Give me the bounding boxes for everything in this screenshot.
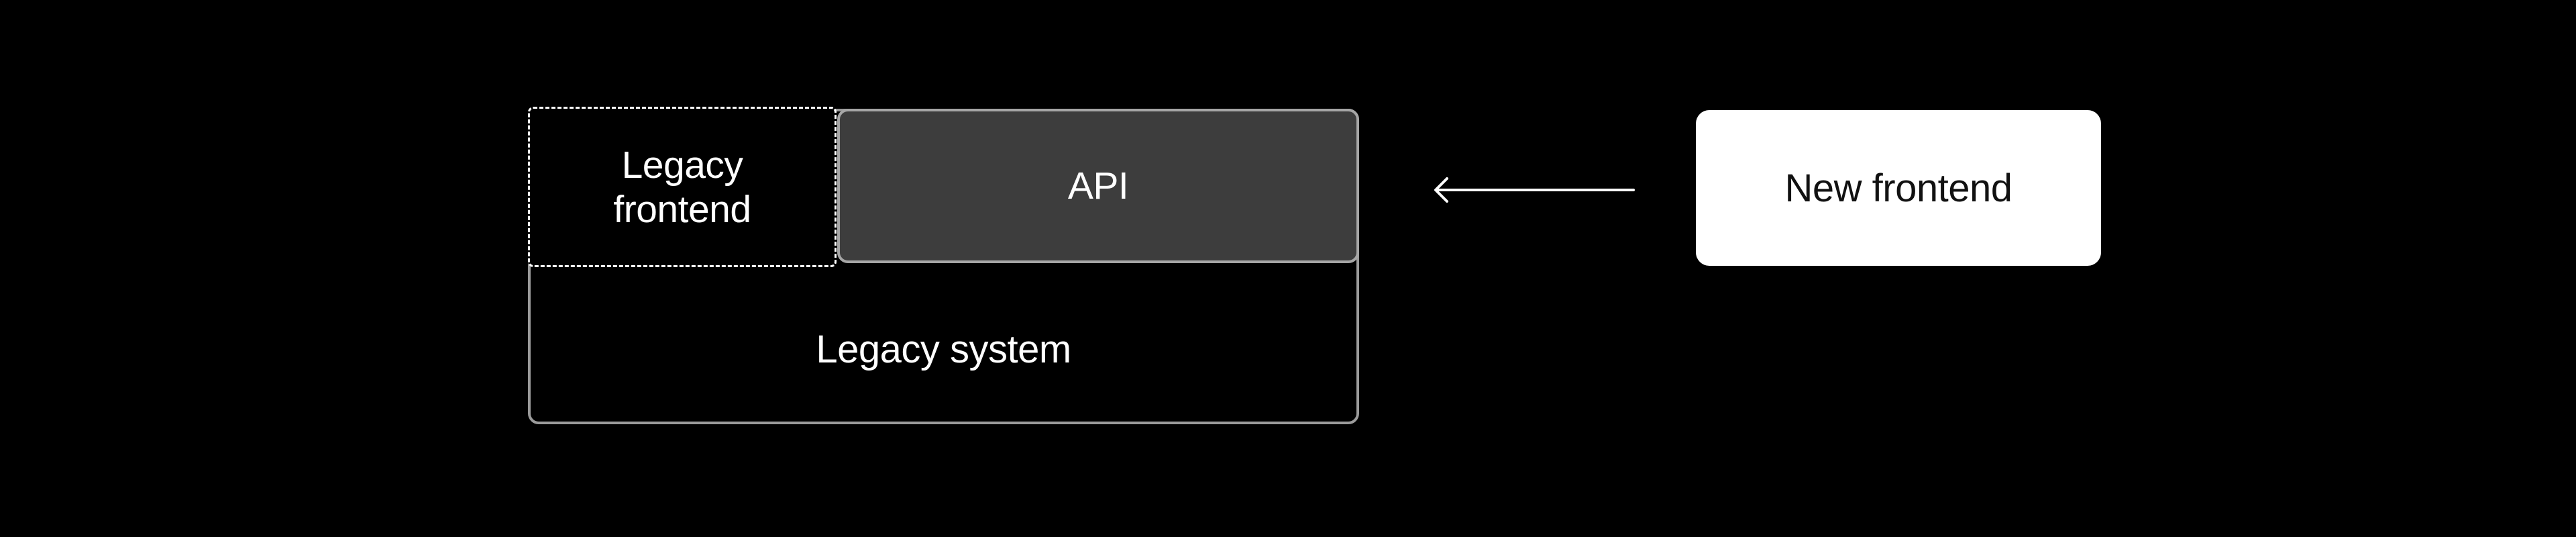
legacy-system-label: Legacy system [816, 328, 1071, 371]
arrow-left-icon [1434, 177, 1635, 203]
api-box: API [837, 109, 1359, 263]
legacy-frontend-label: Legacy frontend [613, 143, 751, 231]
new-frontend-label: New frontend [1784, 166, 2012, 210]
new-frontend-box: New frontend [1696, 110, 2101, 266]
legacy-frontend-box: Legacy frontend [528, 107, 837, 267]
api-label: API [1067, 164, 1129, 207]
arrow-head [1434, 177, 1448, 203]
